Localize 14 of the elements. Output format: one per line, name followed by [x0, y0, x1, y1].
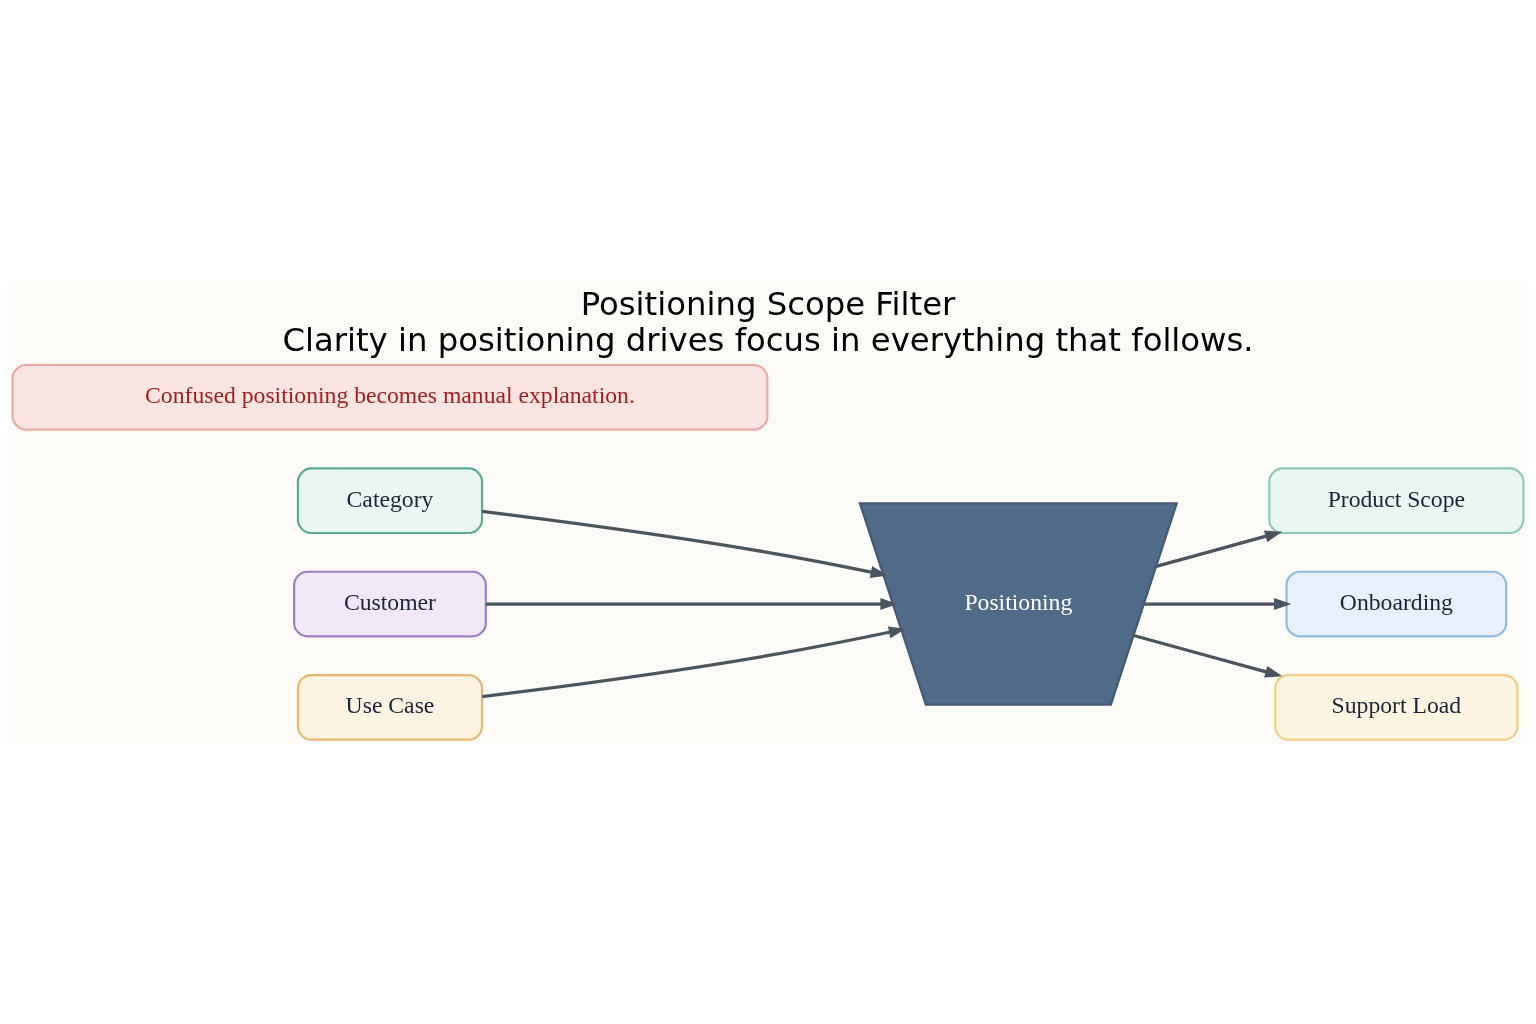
- arrow: [1155, 530, 1283, 568]
- node-box: Confused positioning becomes manual explanation.: [11, 363, 769, 431]
- diagram-title: Positioning Scope Filter: [580, 284, 956, 323]
- arrow: [1133, 633, 1283, 678]
- node-box: Onboarding: [1285, 570, 1508, 637]
- node-box: Customer: [293, 570, 487, 637]
- arrow: [482, 625, 907, 698]
- arrow: [482, 509, 888, 578]
- node-box: Support Load: [1274, 673, 1519, 741]
- arrow: [1144, 597, 1292, 610]
- node-box: Use Case: [296, 673, 484, 741]
- arrow: [485, 597, 898, 610]
- node-box: Category: [296, 466, 484, 534]
- node-box: Product Scope: [1268, 466, 1525, 534]
